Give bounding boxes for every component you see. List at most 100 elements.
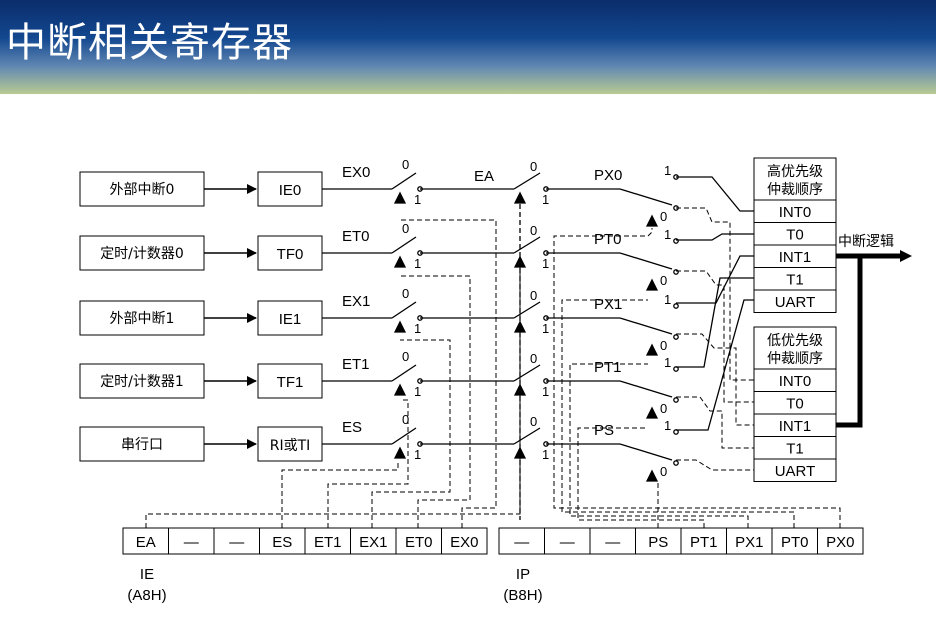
switch-value: 0 bbox=[660, 209, 667, 224]
switch-value: 1 bbox=[414, 447, 421, 462]
flag-boxes: IE0 TF0 IE1 TF1 RI或TI bbox=[257, 171, 323, 462]
switch-blade bbox=[391, 427, 417, 445]
enable-switch-label: EX1 bbox=[342, 293, 370, 310]
high-priority-title-line2: 仲裁顺序 bbox=[767, 182, 823, 198]
ip-bit: — bbox=[514, 534, 529, 551]
ie-bit: EX0 bbox=[450, 534, 478, 551]
switch-value: 0 bbox=[530, 223, 537, 238]
switch-value: 0 bbox=[402, 349, 409, 364]
source-box-3: 定时/计数器1 bbox=[79, 363, 205, 399]
switch-blade bbox=[619, 443, 673, 461]
priority-switch-label: PX1 bbox=[594, 296, 622, 313]
switch-blade bbox=[619, 317, 673, 335]
ie-address: (A8H) bbox=[127, 587, 166, 604]
low-priority-item: INT1 bbox=[779, 418, 812, 435]
source-label: 外部中断1 bbox=[110, 311, 175, 327]
switch-value: 0 bbox=[660, 338, 667, 353]
ip-bit-cell bbox=[726, 527, 773, 555]
high-priority-slot bbox=[753, 289, 837, 313]
dashed-wiring bbox=[676, 207, 754, 471]
ip-bit: PX1 bbox=[735, 534, 763, 551]
control-arrow bbox=[513, 191, 527, 204]
control-arrow bbox=[393, 191, 407, 204]
ip-bit-cell bbox=[680, 527, 727, 555]
source-label: 串行口 bbox=[121, 437, 163, 453]
control-arrow bbox=[393, 383, 407, 396]
switch-blade bbox=[619, 252, 673, 270]
ie-bit: — bbox=[229, 534, 244, 551]
switch-blade bbox=[513, 364, 541, 382]
switch-blade bbox=[619, 380, 673, 398]
contact bbox=[673, 397, 679, 403]
low-priority-title-line2: 仲裁顺序 bbox=[767, 351, 823, 367]
source-arrows bbox=[204, 184, 257, 449]
switch-blade bbox=[391, 364, 417, 382]
priority-switch-label: PT1 bbox=[594, 359, 622, 376]
switch-blade bbox=[391, 301, 417, 319]
switch-value: 0 bbox=[402, 286, 409, 301]
switch-value: 0 bbox=[530, 288, 537, 303]
source-box-0: 外部中断0 bbox=[79, 171, 205, 207]
ip-address: (B8H) bbox=[503, 587, 542, 604]
control-arrow bbox=[645, 343, 659, 356]
switch-value: 0 bbox=[530, 351, 537, 366]
ip-bit: PT1 bbox=[690, 534, 718, 551]
ea-label: EA bbox=[474, 168, 494, 185]
switch-blade bbox=[513, 236, 541, 254]
switch-value: 0 bbox=[660, 464, 667, 479]
flag-box-2: IE1 bbox=[257, 300, 323, 336]
switch-value: 0 bbox=[402, 221, 409, 236]
ip-bit-cell bbox=[817, 527, 864, 555]
source-boxes: 外部中断0 定时/计数器0 外部中断1 定时/计数器1 串行口 bbox=[79, 171, 205, 462]
switch-value: 0 bbox=[530, 414, 537, 429]
ip-bit: — bbox=[605, 534, 620, 551]
priority-switch-label: PX0 bbox=[594, 167, 622, 184]
switch-blade bbox=[513, 301, 541, 319]
source-box-1: 定时/计数器0 bbox=[79, 235, 205, 271]
switch-value: 1 bbox=[542, 447, 549, 462]
ip-bit-cell bbox=[498, 527, 545, 555]
source-label: 定时/计数器0 bbox=[100, 246, 184, 262]
enable-switch-label: ET1 bbox=[342, 356, 370, 373]
switch-value: 0 bbox=[530, 159, 537, 174]
switch-value: 1 bbox=[542, 192, 549, 207]
low-priority-item: INT0 bbox=[779, 373, 812, 390]
enable-switch-label: ET0 bbox=[342, 228, 370, 245]
low-priority-title-line1: 低优先级 bbox=[767, 333, 823, 349]
ip-bit-cell bbox=[544, 527, 591, 555]
switch-value: 1 bbox=[664, 163, 671, 178]
contact bbox=[673, 269, 679, 275]
ip-name: IP bbox=[516, 566, 530, 583]
high-priority-item: T0 bbox=[786, 227, 804, 244]
switch-value: 1 bbox=[664, 292, 671, 307]
ie-bit: ES bbox=[272, 534, 292, 551]
switch-blade bbox=[513, 427, 541, 445]
flag-label: IE0 bbox=[279, 182, 302, 199]
title-banner: 中断相关寄存器 bbox=[0, 0, 936, 94]
high-priority-title-line1: 高优先级 bbox=[767, 163, 823, 180]
control-lines bbox=[145, 219, 841, 528]
low-priority-slot bbox=[753, 458, 837, 482]
contact bbox=[673, 334, 679, 340]
control-arrow bbox=[645, 469, 659, 482]
switch-value: 1 bbox=[542, 384, 549, 399]
output-bus: 中断逻辑 bbox=[836, 234, 912, 428]
switch-value: 1 bbox=[542, 321, 549, 336]
contact bbox=[673, 303, 679, 309]
priority-blocks: 高优先级仲裁顺序INT0T0INT1T1UART低优先级仲裁顺序INT0T0IN… bbox=[753, 157, 837, 482]
ie-bit: — bbox=[184, 534, 199, 551]
switch-value: 1 bbox=[414, 256, 421, 271]
source-box-2: 外部中断1 bbox=[79, 300, 205, 336]
enable-switch-label: ES bbox=[342, 419, 362, 436]
flag-box-4: RI或TI bbox=[257, 426, 323, 462]
switch-value: 1 bbox=[414, 321, 421, 336]
switch-blade bbox=[391, 172, 417, 190]
flag-label: RI或TI bbox=[270, 438, 311, 454]
contact bbox=[673, 460, 679, 466]
high-priority-item: T1 bbox=[786, 272, 804, 289]
